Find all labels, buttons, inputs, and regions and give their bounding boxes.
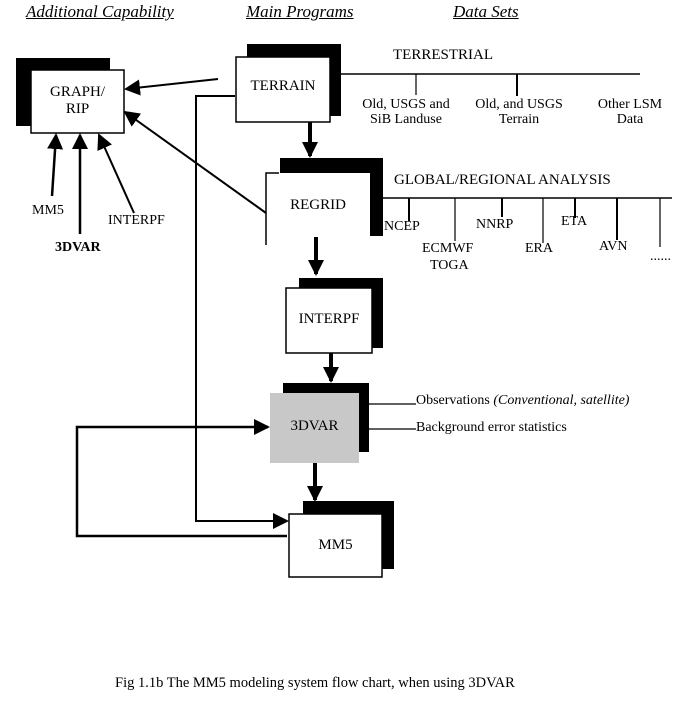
input-mm5-label: MM5 — [32, 203, 64, 218]
regrid-label: REGRID — [290, 197, 346, 213]
mm5-face — [288, 513, 383, 578]
interpf-box — [285, 278, 383, 354]
header-main-programs: Main Programs — [246, 2, 354, 21]
dataset-more: ...... — [650, 249, 671, 264]
graph-rip-box — [16, 58, 125, 134]
header-additional-capability: Additional Capability — [26, 2, 174, 21]
dataset-ecmwf: ECMWF — [422, 241, 474, 256]
dataset-landuse-line1: Old, USGS and — [362, 97, 450, 112]
global-title: GLOBAL/REGIONAL ANALYSIS — [394, 172, 611, 188]
dataset-toga: TOGA — [430, 258, 469, 273]
dataset-avn: AVN — [599, 239, 628, 254]
dataset-ncep: NCEP — [384, 219, 420, 234]
path-mm5-to-3dvar-cycle — [75, 419, 287, 538]
arrow-interpf-to-graph — [97, 133, 135, 214]
input-interpf-label: INTERPF — [108, 213, 165, 228]
mm5-label: MM5 — [318, 537, 353, 553]
background-error-label: Background error statistics — [416, 420, 567, 435]
dataset-nnrp: NNRP — [476, 217, 514, 232]
dataset-landuse: Old, USGS and SiB Landuse — [350, 97, 462, 128]
dataset-other-lsm: Other LSM Data — [590, 97, 670, 128]
observations-detail: (Conventional, satellite) — [493, 393, 630, 408]
graph-label-line2: RIP — [65, 100, 90, 117]
header-data-sets: Data Sets — [453, 2, 519, 21]
terrain-label: TERRAIN — [250, 78, 316, 94]
dataset-eta: ETA — [561, 214, 588, 229]
terrain-face — [235, 56, 331, 123]
graph-label-line1: GRAPH/ — [49, 84, 105, 100]
arrow-terrain-to-graph — [124, 78, 219, 96]
graph-rip-face — [30, 69, 125, 134]
dataset-terrain-line1: Old, and USGS — [475, 97, 563, 112]
arrow-mm5-to-graph — [47, 133, 64, 197]
dataset-era: ERA — [525, 241, 553, 256]
terrain-box — [235, 44, 341, 123]
input-3dvar-label: 3DVAR — [55, 240, 101, 255]
threedvar-box — [270, 383, 369, 463]
dataset-terrain: Old, and USGS Terrain — [463, 97, 575, 128]
interpf-label: INTERPF — [298, 311, 360, 327]
dataset-other-lsm-line1: Other LSM — [597, 97, 663, 112]
path-terrain-to-mm5 — [195, 95, 289, 529]
regrid-box — [265, 158, 383, 245]
graph-rip-label: GRAPH/ RIP — [31, 84, 124, 117]
global-tree — [383, 197, 672, 247]
dataset-landuse-line2: SiB Landuse — [370, 112, 442, 128]
dataset-other-lsm-line2: Data — [616, 112, 644, 128]
terrestrial-tree — [341, 73, 640, 96]
mm5-box — [288, 501, 394, 578]
dataset-terrain-line2: Terrain — [498, 112, 540, 128]
observations-text: Observations — [416, 393, 490, 408]
terrestrial-title: TERRESTRIAL — [393, 47, 493, 63]
threedvar-label: 3DVAR — [290, 418, 339, 434]
figure-caption: Fig 1.1b The MM5 modeling system flow ch… — [115, 675, 515, 691]
regrid-face — [266, 173, 370, 245]
observations-label: Observations (Conventional, satellite) — [416, 393, 629, 408]
threedvar-face — [270, 393, 359, 463]
